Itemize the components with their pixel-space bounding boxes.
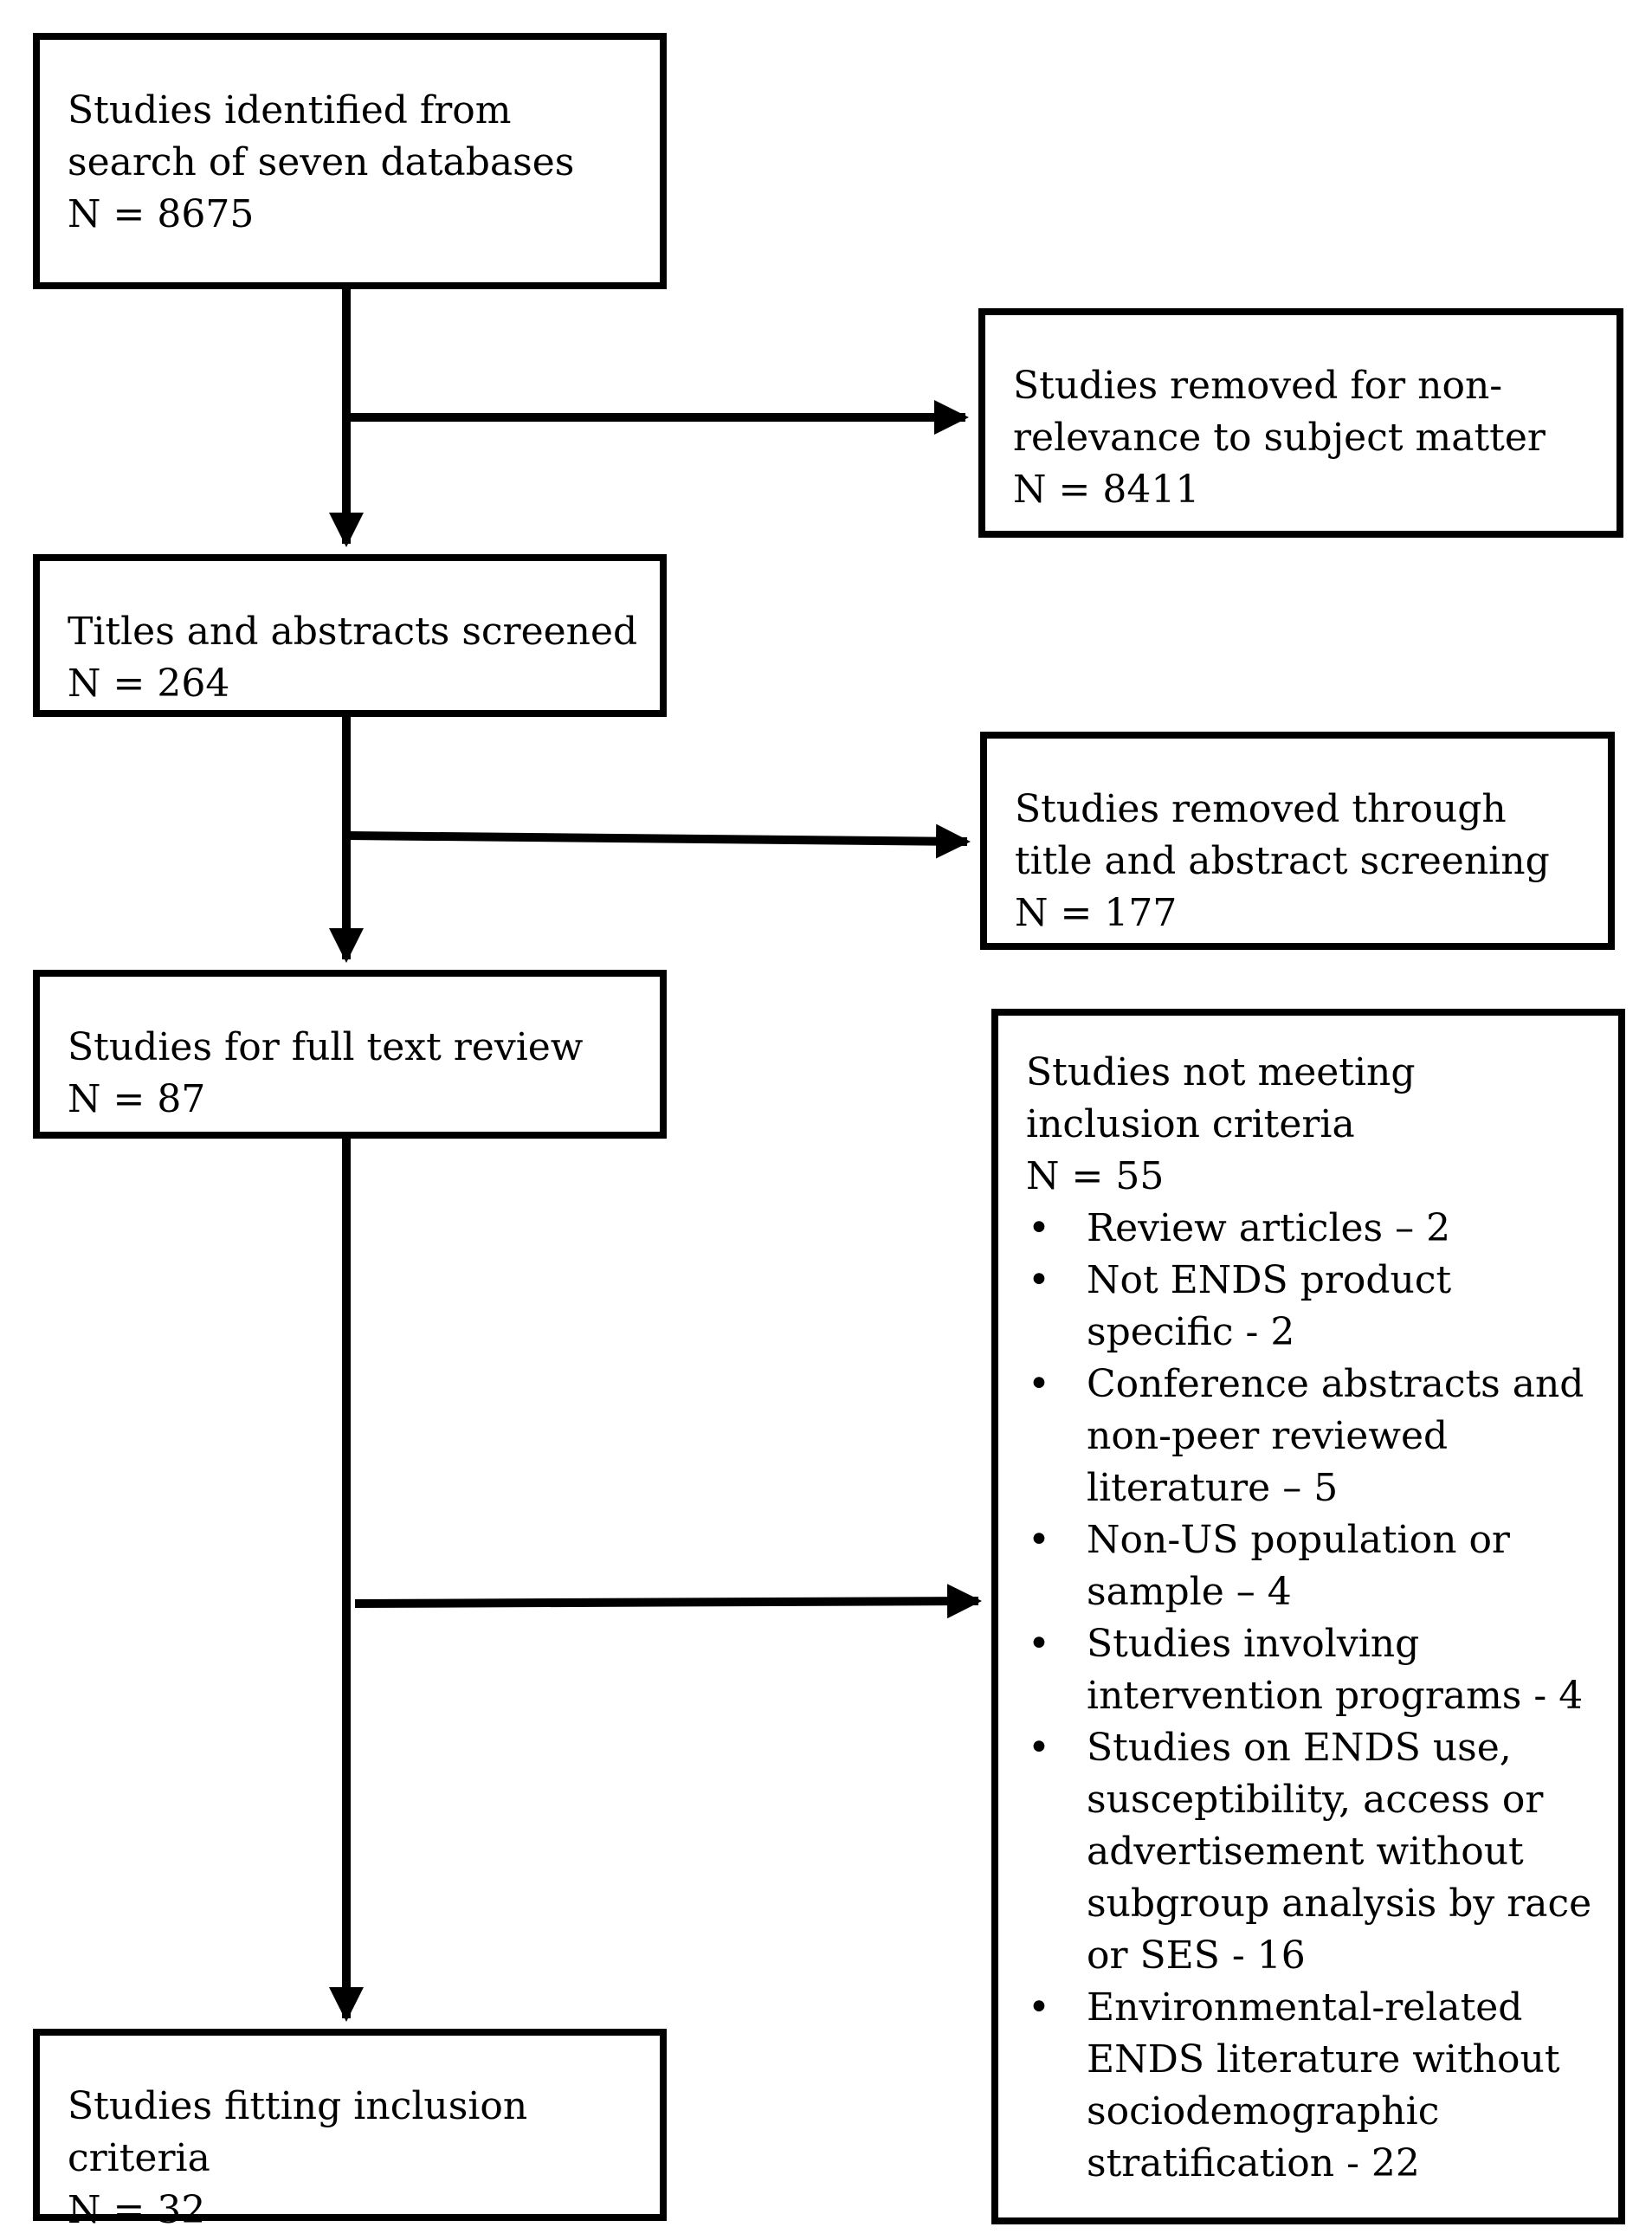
box-text-line: criteria [68,2136,210,2180]
bullet-icon: • [1028,1985,1050,2030]
reason-text-line: Conference abstracts and [1087,1362,1584,1406]
exclusion-reason-item: • Conference abstracts and non-peer revi… [1026,1359,1592,1514]
reason-text-line: Environmental-related [1087,1985,1523,2030]
box-count: N = 32 [68,2188,206,2232]
box-count: N = 177 [1015,891,1178,935]
bullet-icon: • [1028,1518,1050,1562]
box-text-line: Studies fitting inclusion [68,2084,528,2128]
reason-text-line: susceptibility, access or [1087,1778,1544,1822]
removed-nonrelevance-box: Studies removed for non- relevance to su… [978,308,1623,538]
studies-identified-box: Studies identified from search of seven … [33,33,667,289]
reason-text-line: Review articles – 2 [1087,1206,1451,1250]
box-text-line: title and abstract screening [1015,839,1550,883]
reason-text-line: Studies involving [1087,1622,1420,1666]
box-count: N = 55 [1026,1154,1165,1198]
box-text-line: inclusion criteria [1026,1102,1355,1146]
exclusion-reasons-list: • Review articles – 2 • Not ENDS product… [1026,1203,1592,2190]
excluded-studies-box: Studies not meeting inclusion criteria N… [991,1009,1625,2224]
box-text-line: Studies removed for non- [1013,364,1503,408]
reason-text-line: stratification - 22 [1087,2141,1420,2185]
reason-text-line: Studies on ENDS use, [1087,1726,1512,1770]
exclusion-reason-item: • Review articles – 2 [1026,1203,1592,1255]
bullet-icon: • [1028,1726,1050,1770]
box-text-line: Titles and abstracts screened [68,610,638,654]
reason-text-line: Non-US population or [1087,1518,1510,1562]
bullet-icon: • [1028,1258,1050,1302]
box-text-line: Studies identified from [68,88,512,132]
reason-text-line: or SES - 16 [1087,1933,1306,1978]
box-count: N = 87 [68,1077,206,1121]
box-text-line: Studies removed through [1015,787,1507,831]
box-count: N = 8411 [1013,468,1200,512]
reason-text-line: subgroup analysis by race [1087,1882,1592,1926]
exclusion-reason-item: • Studies on ENDS use, susceptibility, a… [1026,1722,1592,1982]
box-text-line: Studies not meeting [1026,1050,1416,1094]
box-count: N = 264 [68,662,230,706]
studies-included-box: Studies fitting inclusion criteria N = 3… [33,2029,667,2232]
reason-text-line: literature – 5 [1087,1466,1339,1510]
reason-text-line: ENDS literature without [1087,2037,1560,2082]
box-text-line: search of seven databases [68,140,575,184]
reason-text-line: intervention programs - 4 [1087,1674,1584,1718]
reason-text-line: Not ENDS product [1087,1258,1452,1302]
box-text-line: relevance to subject matter [1013,416,1546,460]
reason-text-line: advertisement without [1087,1830,1524,1874]
exclusion-reason-item: • Non-US population or sample – 4 [1026,1514,1592,1618]
exclusion-reason-item: • Studies involving intervention program… [1026,1618,1592,1722]
reason-text-line: specific - 2 [1087,1310,1295,1354]
arrow-to-removed-screening [345,823,971,859]
exclusion-reason-item: • Environmental-related ENDS literature … [1026,1982,1592,2190]
bullet-icon: • [1028,1206,1050,1250]
exclusion-reason-item: • Not ENDS product specific - 2 [1026,1255,1592,1359]
full-text-review-box: Studies for full text review N = 87 [33,970,667,1139]
reason-text-line: non-peer reviewed [1087,1414,1449,1458]
arrow-to-excluded [354,1584,982,1619]
box-text-line: Studies for full text review [68,1025,584,1069]
box-count: N = 8675 [68,192,255,236]
bullet-icon: • [1028,1362,1050,1406]
reason-text-line: sociodemographic [1087,2089,1440,2133]
removed-screening-box: Studies removed through title and abstra… [980,732,1615,950]
reason-text-line: sample – 4 [1087,1570,1292,1614]
titles-abstracts-screened-box: Titles and abstracts screened N = 264 [33,554,667,717]
bullet-icon: • [1028,1622,1050,1666]
